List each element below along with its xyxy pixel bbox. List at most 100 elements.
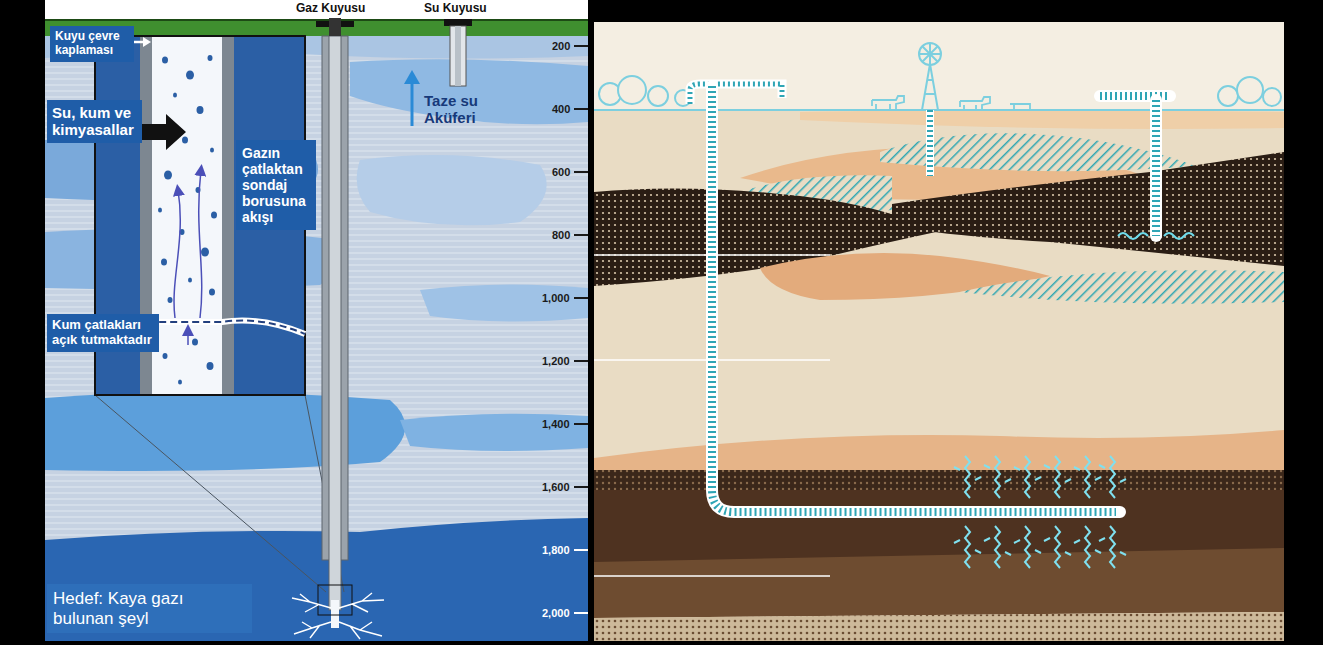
callout-text: Hedef: Kaya gazı bulunan şeyl bbox=[53, 589, 246, 628]
sky-strip bbox=[45, 0, 588, 20]
sand-grain bbox=[207, 362, 214, 370]
animals bbox=[872, 96, 1030, 110]
well-bottom bbox=[331, 600, 339, 628]
depth-number: 1,400 bbox=[542, 418, 570, 431]
gas-flow-arrow bbox=[199, 170, 202, 318]
injection-arrow bbox=[140, 114, 186, 150]
soil-layer bbox=[800, 110, 1284, 129]
fracture-mark bbox=[965, 456, 970, 568]
rock-layer bbox=[45, 392, 405, 471]
depth-number: 1,800 bbox=[542, 544, 570, 557]
tree bbox=[1263, 88, 1281, 106]
fracture-ticks bbox=[954, 465, 1126, 482]
sand-grain bbox=[208, 55, 213, 61]
sand-grain bbox=[211, 211, 217, 218]
depth-number: 600 bbox=[552, 166, 570, 179]
aquifer-lens bbox=[960, 270, 1284, 303]
trees bbox=[599, 76, 1281, 106]
gas-wellhead bbox=[690, 84, 782, 104]
depth-number: 2,000 bbox=[542, 607, 570, 620]
fracture-marks bbox=[954, 456, 1126, 568]
water-well bbox=[1152, 100, 1160, 236]
left-panel bbox=[45, 0, 588, 641]
detail-frame bbox=[318, 585, 352, 615]
tick bbox=[574, 423, 588, 425]
fracture-line bbox=[292, 594, 331, 612]
well-pipe bbox=[329, 36, 341, 610]
sand-grain bbox=[188, 277, 192, 282]
tick bbox=[574, 612, 588, 614]
fracture-ticks bbox=[954, 538, 1126, 555]
sand-grain bbox=[173, 92, 177, 97]
sand-grain bbox=[197, 106, 204, 114]
depth-number: 200 bbox=[552, 40, 570, 53]
windmill-pipe bbox=[927, 110, 933, 176]
aquifer-label: Taze su Aküferi bbox=[424, 92, 506, 127]
windmill-blades bbox=[919, 43, 941, 65]
tick bbox=[574, 360, 588, 362]
guide-line bbox=[594, 575, 830, 577]
depth-number: 800 bbox=[552, 229, 570, 242]
shale-fractures bbox=[292, 593, 384, 639]
sand-grain bbox=[210, 147, 214, 152]
right-panel bbox=[594, 22, 1284, 641]
fracture-mark bbox=[1055, 456, 1060, 568]
water-intake bbox=[1118, 233, 1194, 239]
fracture-mark bbox=[995, 456, 1000, 568]
ground-line bbox=[45, 19, 588, 21]
earth-ground bbox=[594, 22, 1284, 641]
sand-layer bbox=[594, 430, 1284, 472]
windmill-tower bbox=[922, 64, 938, 110]
tick bbox=[574, 234, 588, 236]
sky bbox=[594, 22, 1284, 110]
sand-grain bbox=[168, 297, 173, 303]
water-well-pipe bbox=[455, 26, 461, 86]
fracture-line bbox=[339, 622, 382, 639]
gas-wellhead bbox=[690, 84, 782, 104]
tick bbox=[574, 549, 588, 551]
callout-box: Su, kum ve kimyasallar bbox=[47, 100, 142, 143]
fracture-line bbox=[294, 622, 331, 638]
aquifer-arrow-head bbox=[404, 70, 420, 84]
rock-layer bbox=[420, 284, 588, 321]
ground-line bbox=[594, 109, 1284, 111]
depth-number: 1,200 bbox=[542, 355, 570, 368]
well-label: Gaz Kuyusu bbox=[296, 2, 365, 16]
windmill bbox=[919, 43, 941, 110]
shale-layer bbox=[594, 470, 1284, 490]
tick bbox=[574, 45, 588, 47]
cow bbox=[960, 97, 990, 110]
sand-grain bbox=[162, 56, 168, 63]
fracture-mark bbox=[1085, 456, 1090, 568]
callout-box: Gazın çatlaktan sondaj borusuna akışı bbox=[236, 140, 316, 230]
sand-grain bbox=[192, 338, 198, 345]
water-well-pipe bbox=[450, 26, 466, 86]
tree bbox=[648, 86, 668, 106]
fracture-mark bbox=[1110, 456, 1115, 568]
water-well bbox=[1150, 100, 1162, 236]
guide-line bbox=[594, 575, 830, 577]
sand-grain bbox=[178, 379, 182, 384]
gas-flow-arrow bbox=[187, 330, 189, 345]
leader-line bbox=[95, 395, 326, 592]
depth-ticks bbox=[574, 46, 588, 613]
sand-grain bbox=[186, 70, 194, 79]
tree bbox=[1218, 86, 1238, 106]
callout-text: Gazın çatlaktan sondaj borusuna akışı bbox=[242, 145, 310, 225]
callout-box: Kum çatlakları açık tutmaktadır bbox=[47, 314, 159, 352]
tick bbox=[574, 297, 588, 299]
callout-text: Kuyu çevre kaplaması bbox=[55, 30, 129, 58]
sand-grain bbox=[182, 136, 188, 143]
depth-number: 1,000 bbox=[542, 292, 570, 305]
sand-grain bbox=[164, 170, 172, 179]
water-wellhead bbox=[444, 19, 472, 26]
windmill-pipe bbox=[926, 110, 934, 176]
horizontal-well bbox=[712, 86, 1116, 512]
callout-text: Su, kum ve kimyasallar bbox=[52, 104, 137, 139]
sand-grain bbox=[201, 247, 209, 256]
rock-layer bbox=[357, 155, 547, 225]
shale-layer bbox=[594, 548, 1284, 618]
fence bbox=[1010, 104, 1030, 110]
